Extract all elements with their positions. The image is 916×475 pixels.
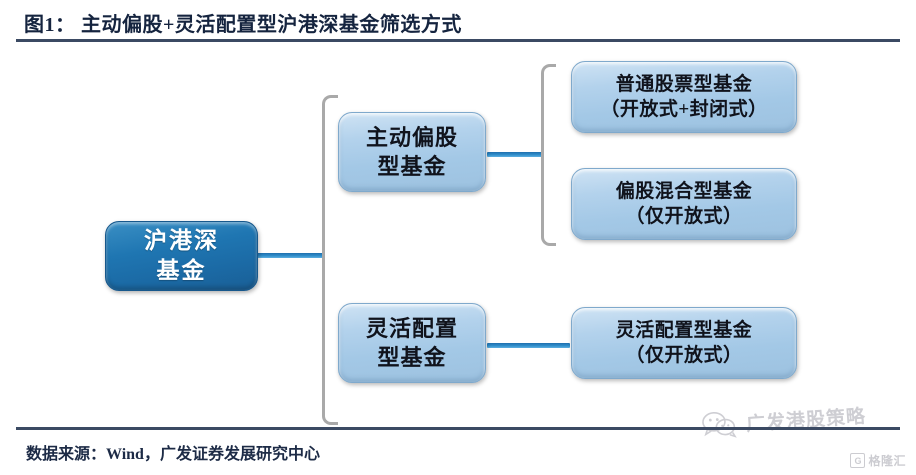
node-leaf-common-stock-fund[interactable]: 普通股票型基金 （开放式+封闭式） (571, 61, 797, 133)
bracket-branch1-children (541, 64, 556, 246)
node-branch1-label: 主动偏股 型基金 (365, 124, 458, 179)
node-root-label: 沪港深 基金 (144, 227, 219, 283)
footer-divider (16, 427, 900, 430)
source-note: 数据来源：Wind，广发证券发展研究中心 (26, 446, 320, 463)
node-root-huganshen-fund[interactable]: 沪港深 基金 (105, 221, 258, 291)
watermark-text: 广发港股策略 (745, 405, 867, 436)
node-leaf-flexible-allocation-open-fund[interactable]: 灵活配置型基金 （仅开放式） (571, 307, 797, 379)
connector-branch2-to-child (487, 343, 570, 348)
node-leaf2-label: 偏股混合型基金 （仅开放式） (615, 180, 753, 227)
logo-mark-icon: G (850, 453, 866, 468)
watermark: 广发港股策略 (699, 399, 867, 441)
connector-root-to-branches (257, 253, 325, 258)
node-leaf3-label: 灵活配置型基金 （仅开放式） (615, 319, 753, 366)
node-branch2-label: 灵活配置 型基金 (365, 315, 458, 370)
wechat-icon (699, 408, 741, 441)
site-logo-badge: G 格隆汇 (850, 452, 906, 469)
node-branch-active-equity-fund[interactable]: 主动偏股 型基金 (338, 112, 486, 192)
bracket-main (322, 95, 338, 425)
node-leaf1-label: 普通股票型基金 （开放式+封闭式） (600, 73, 768, 120)
connector-branch1-to-children (487, 152, 544, 157)
node-branch-flexible-allocation-fund[interactable]: 灵活配置 型基金 (338, 303, 486, 383)
title-divider (16, 39, 900, 42)
node-leaf-equity-hybrid-fund[interactable]: 偏股混合型基金 （仅开放式） (571, 168, 797, 240)
logo-badge-text: 格隆汇 (868, 454, 906, 468)
figure-title: 图1： 主动偏股+灵活配置型沪港深基金筛选方式 (24, 14, 462, 36)
